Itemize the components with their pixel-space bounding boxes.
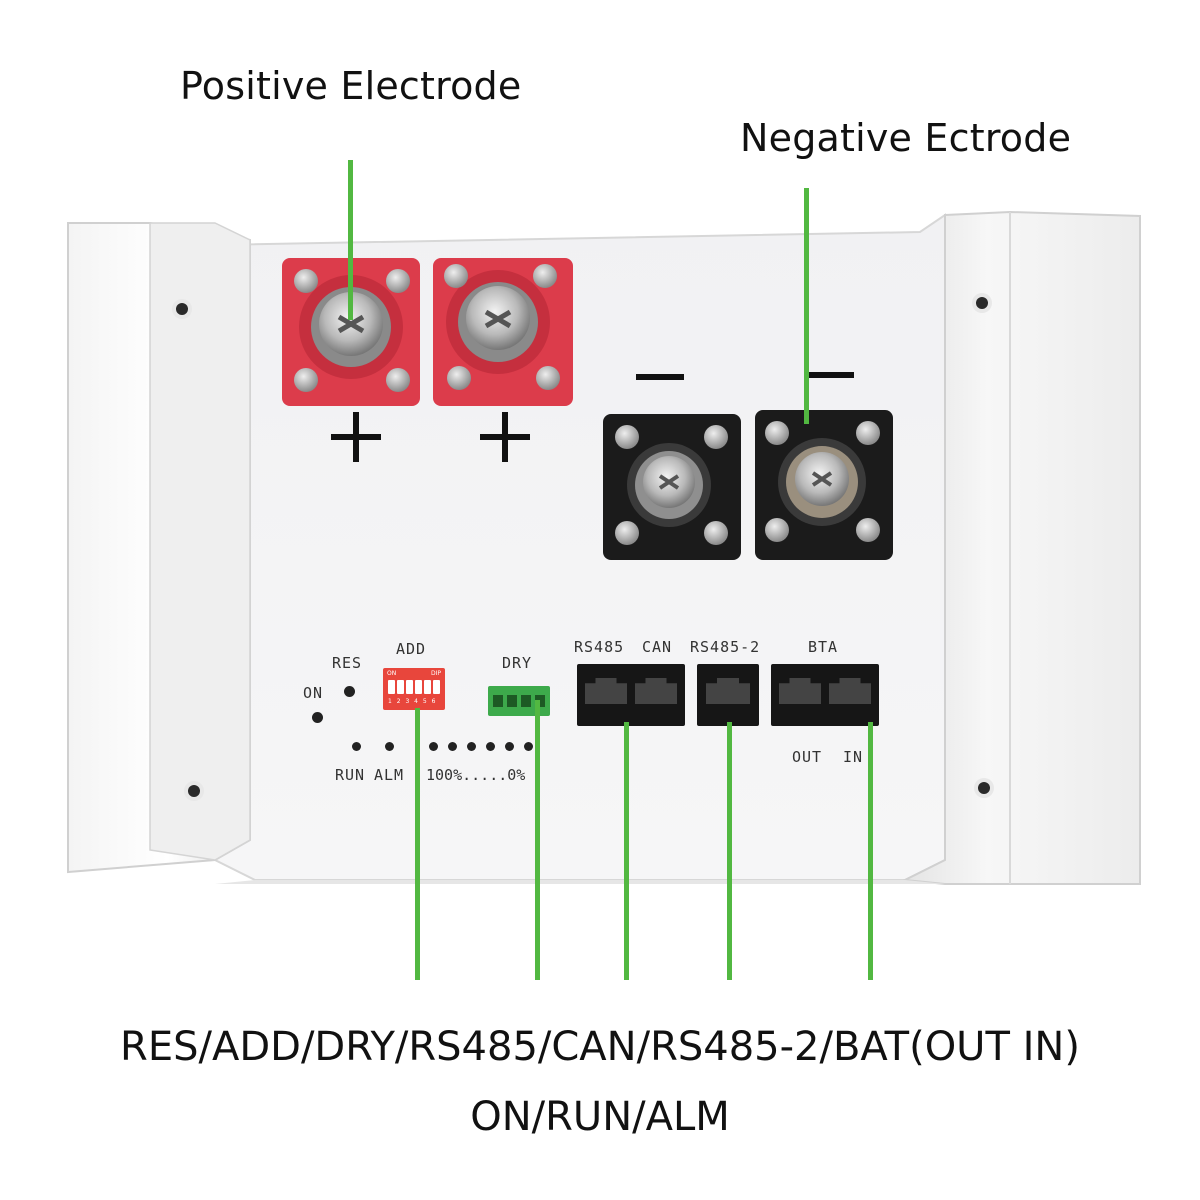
- run-led: [352, 742, 361, 751]
- leader-positive: [348, 160, 353, 320]
- leader-rs485-2: [727, 722, 732, 980]
- label-dry: DRY: [502, 654, 533, 672]
- negative-terminal-1: [603, 414, 741, 560]
- label-on: ON: [303, 684, 324, 702]
- caption-line-2: ON/RUN/ALM: [470, 1094, 730, 1140]
- callout-negative-electrode: Negative Ectrode: [740, 116, 1072, 160]
- rs485-port[interactable]: [585, 678, 627, 704]
- label-res: RES: [332, 654, 363, 672]
- leader-rs485-can: [624, 722, 629, 980]
- bta-in-port[interactable]: [829, 678, 871, 704]
- leader-bta: [868, 722, 873, 980]
- label-out: OUT: [792, 748, 823, 766]
- leader-add: [415, 708, 420, 980]
- dip-switch[interactable]: ON DIP 1 2 3 4 5 6: [383, 668, 445, 710]
- mounting-hole: [188, 785, 200, 797]
- label-bta: BTA: [808, 638, 839, 656]
- leader-negative: [804, 188, 809, 424]
- alm-led: [385, 742, 394, 751]
- bta-port-block: [771, 664, 879, 726]
- dip-on-label: ON: [387, 670, 397, 677]
- minus-sign-1: [636, 374, 684, 380]
- leader-dry: [535, 700, 540, 980]
- rs485-2-port-block: [697, 664, 759, 726]
- can-port[interactable]: [635, 678, 677, 704]
- dip-brand-label: DIP: [430, 670, 441, 677]
- callout-positive-electrode: Positive Electrode: [180, 64, 522, 108]
- caption-line-1: RES/ADD/DRY/RS485/CAN/RS485-2/BAT(OUT IN…: [120, 1024, 1080, 1070]
- label-add: ADD: [396, 640, 427, 658]
- dip-number-labels: 1 2 3 4 5 6: [388, 698, 437, 705]
- label-can: CAN: [642, 638, 673, 656]
- label-run: RUN: [335, 766, 366, 784]
- label-rs485-2: RS485-2: [690, 638, 761, 656]
- mounting-hole: [978, 782, 990, 794]
- rs485-2-port[interactable]: [706, 678, 750, 704]
- rs485-can-port-block: [577, 664, 685, 726]
- minus-sign-2: [806, 372, 854, 378]
- mounting-hole: [176, 303, 188, 315]
- mounting-hole: [976, 297, 988, 309]
- label-alm: ALM: [374, 766, 405, 784]
- label-rs485: RS485: [574, 638, 625, 656]
- positive-terminal-2: [433, 258, 573, 406]
- negative-terminal-2: [755, 410, 893, 560]
- res-button[interactable]: [344, 686, 355, 697]
- right-flange: [901, 210, 1141, 885]
- positive-terminal-1: [282, 258, 420, 406]
- dry-contact-connector[interactable]: [488, 686, 550, 716]
- label-soc: 100%.....0%: [426, 766, 526, 784]
- on-indicator: [312, 712, 323, 723]
- label-in: IN: [843, 748, 864, 766]
- bta-out-port[interactable]: [779, 678, 821, 704]
